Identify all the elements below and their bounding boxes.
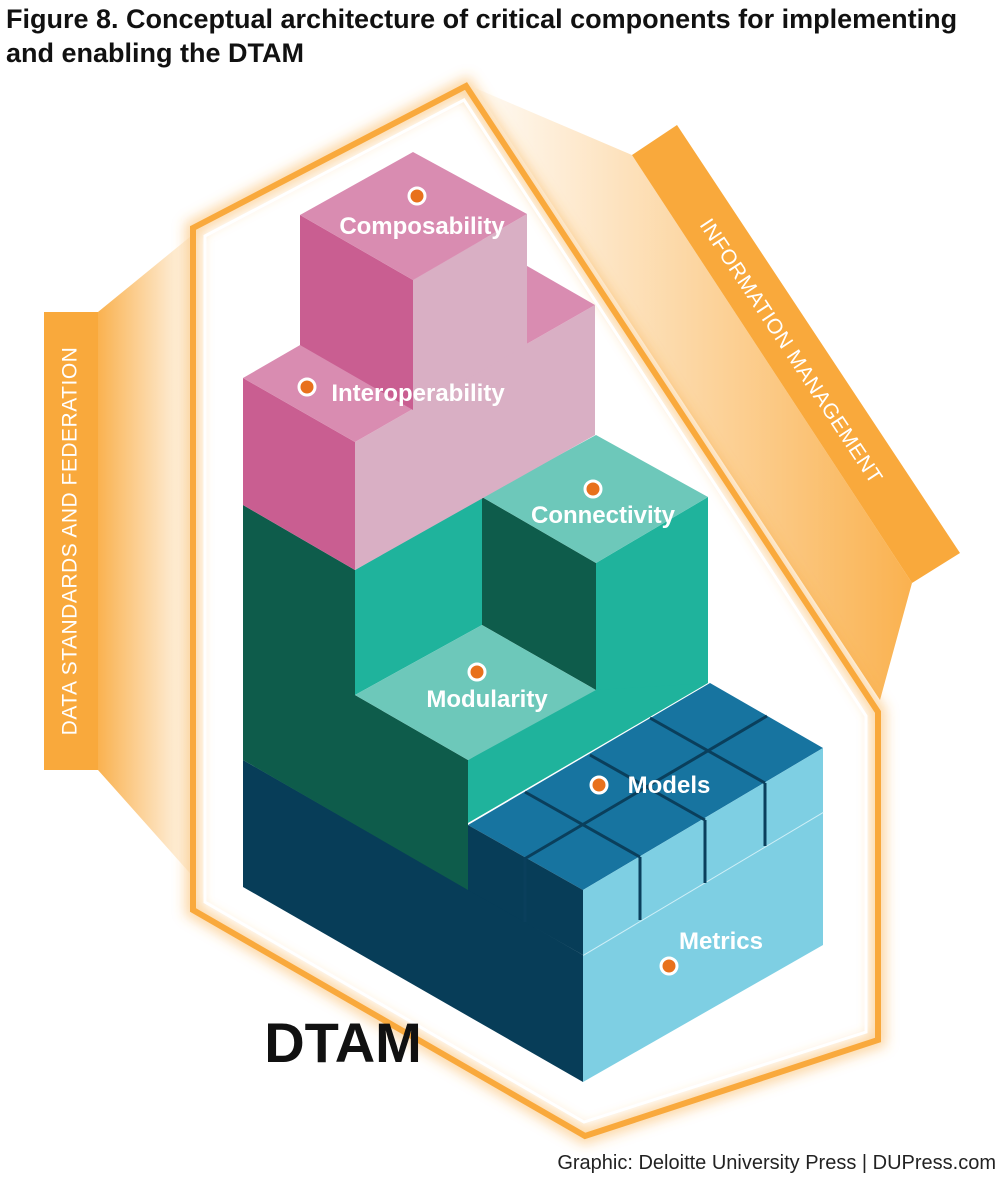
label-dots — [297, 186, 679, 976]
modularity-label: Modularity — [426, 686, 548, 713]
dtam-label: DTAM — [264, 1011, 422, 1074]
figure-title: Figure 8. Conceptual architecture of cri… — [6, 4, 958, 68]
modularity-top-face — [355, 625, 596, 760]
teal-front-right — [596, 497, 708, 690]
hexagon-outline — [190, 82, 881, 1140]
hexagon-frame — [185, 75, 886, 1145]
connectivity-label: Connectivity — [531, 502, 676, 529]
composability-block — [300, 152, 527, 410]
metrics-block-left-face — [243, 760, 583, 1082]
teal-block — [243, 435, 708, 890]
data-standards-band: DATA STANDARDS AND FEDERATION — [44, 232, 196, 880]
composability-dot — [407, 186, 427, 206]
models-front-face — [583, 748, 823, 955]
models-label: Models — [628, 772, 711, 799]
interoperability-label: Interoperability — [331, 380, 505, 407]
left-funnel — [98, 232, 196, 880]
interoperability-dot — [297, 377, 317, 397]
models-grid-lines — [523, 714, 768, 922]
compos-top-face — [300, 152, 527, 280]
modularity-dot — [467, 662, 487, 682]
teal-block-left-face — [243, 505, 468, 890]
composability-label: Composability — [339, 213, 505, 240]
metrics-dot — [659, 956, 679, 976]
connectivity-top-face — [482, 435, 708, 563]
compos-front-face — [413, 214, 527, 410]
left-band-label: DATA STANDARDS AND FEDERATION — [59, 347, 82, 736]
models-dot — [589, 775, 609, 795]
teal-front-upper — [355, 497, 482, 695]
right-band-bar — [632, 125, 960, 583]
metrics-label: Metrics — [679, 928, 763, 955]
teal-inner-dark-face — [482, 497, 596, 690]
interop-front-face — [355, 305, 595, 570]
left-band-bar — [44, 312, 98, 770]
connectivity-dot — [583, 479, 603, 499]
metrics-block-front-face — [583, 812, 823, 1082]
graphic-credit: Graphic: Deloitte University Press | DUP… — [557, 1152, 996, 1174]
hexagon-inner-outline — [203, 98, 868, 1124]
models-block — [468, 683, 823, 955]
right-funnel — [475, 88, 912, 700]
